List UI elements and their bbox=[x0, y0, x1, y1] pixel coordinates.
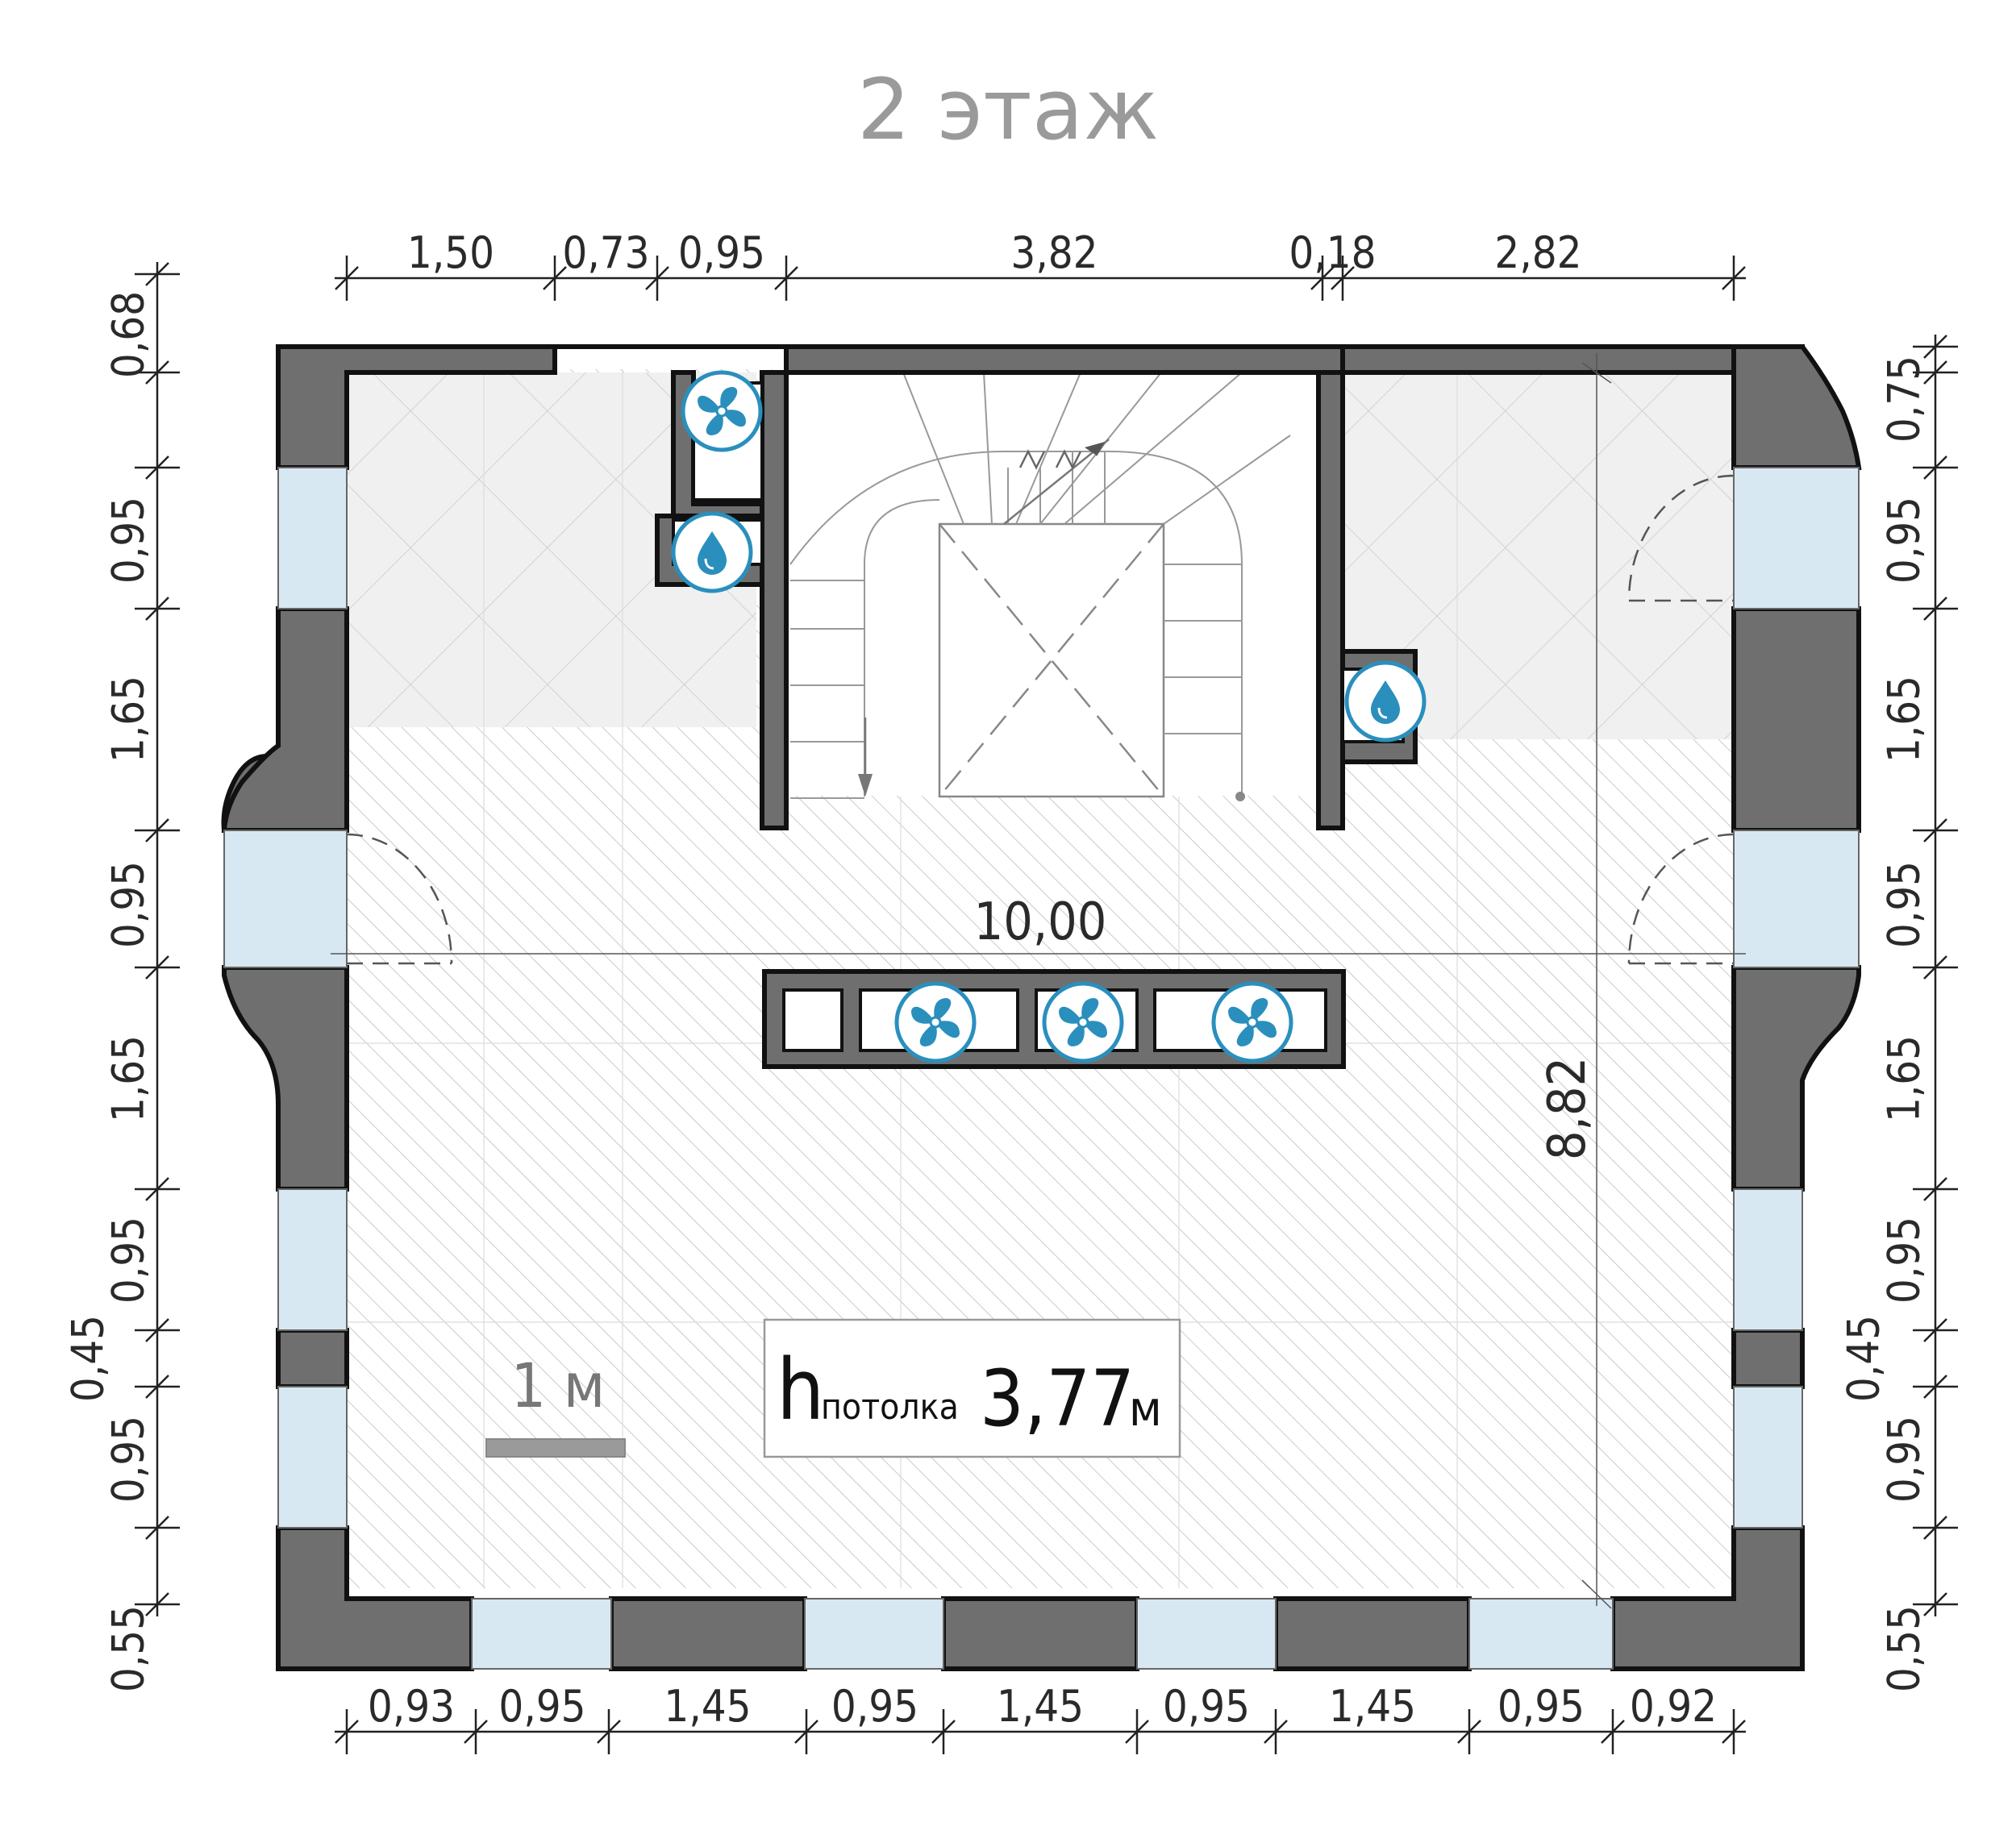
dimension-tick-slash bbox=[1923, 1177, 1947, 1201]
dimension-tick-slash bbox=[1331, 266, 1355, 290]
dimension-tick-slash bbox=[1923, 1375, 1947, 1399]
scale-label: 1 м bbox=[511, 1350, 606, 1421]
dimension-tick-slash bbox=[335, 266, 359, 290]
overall-dimensions: 10,00 8,82 bbox=[331, 353, 1746, 1609]
staircase bbox=[789, 372, 1291, 801]
overall-depth-label: 8,82 bbox=[1538, 1057, 1597, 1160]
dimension-tick-slash bbox=[145, 818, 169, 842]
dimension-label: 1,45 bbox=[997, 1681, 1084, 1732]
fan-icon bbox=[897, 984, 974, 1061]
dimension-label: 1,65 bbox=[1879, 676, 1930, 763]
dimension-label: 0,73 bbox=[562, 227, 649, 278]
dimension-label: 0,93 bbox=[368, 1681, 455, 1732]
dimension-tick-slash bbox=[1923, 1516, 1947, 1540]
dimension-label: 1,50 bbox=[407, 227, 494, 278]
ceiling-height-box: h потолка 3,77 м bbox=[763, 1318, 1181, 1458]
dimension-tick-slash bbox=[145, 1318, 169, 1342]
dimension-tick-slash bbox=[145, 1592, 169, 1616]
dimension-label: 0,95 bbox=[1879, 861, 1930, 948]
dimension-tick-slash bbox=[145, 955, 169, 980]
windows bbox=[223, 467, 1860, 1670]
dimension-label: 0,95 bbox=[831, 1681, 918, 1732]
dimension-label: 0,95 bbox=[1497, 1681, 1585, 1732]
dimension-tick-slash bbox=[774, 266, 798, 290]
dimension-label: 0,68 bbox=[103, 291, 154, 378]
top-dimension-chain: 1,50 0,73 0,95 3,82 0,18 2,82 bbox=[335, 227, 1746, 301]
dimension-label: 0,95 bbox=[1879, 1217, 1930, 1304]
dimension-tick-slash bbox=[1264, 1720, 1288, 1744]
dimension-tick-slash bbox=[1923, 597, 1947, 621]
dimension-label: 0,95 bbox=[498, 1681, 585, 1732]
dimension-label: 1,65 bbox=[1879, 1035, 1930, 1122]
dimension-tick-slash bbox=[1923, 818, 1947, 842]
ceiling-sub: потолка bbox=[821, 1387, 959, 1428]
scale-bar: 1 м bbox=[485, 1350, 626, 1458]
dimension-tick-slash bbox=[1923, 456, 1947, 480]
dimension-tick-slash bbox=[464, 1720, 488, 1744]
dimension-label: 0,95 bbox=[1879, 497, 1930, 584]
dimension-label: 1,65 bbox=[103, 676, 154, 763]
dimension-tick-slash bbox=[145, 456, 169, 480]
dimension-tick-slash bbox=[543, 266, 567, 290]
dimension-tick-slash bbox=[1923, 1592, 1947, 1616]
ceiling-h: h bbox=[777, 1341, 824, 1439]
dimension-tick-slash bbox=[1722, 1720, 1746, 1744]
dimension-label: 0,95 bbox=[678, 227, 765, 278]
dimension-label: 0,45 bbox=[63, 1315, 114, 1402]
dimension-label: 1,45 bbox=[1329, 1681, 1416, 1732]
dimension-tick-slash bbox=[145, 1516, 169, 1540]
dimension-tick-slash bbox=[645, 266, 669, 290]
door-swings bbox=[346, 474, 1735, 965]
dimension-tick-slash bbox=[145, 1375, 169, 1399]
dimension-tick-slash bbox=[145, 262, 169, 286]
dimension-label: 0,45 bbox=[1839, 1315, 1889, 1402]
dimension-tick-slash bbox=[145, 1177, 169, 1201]
dimension-tick-slash bbox=[794, 1720, 818, 1744]
ceiling-unit: м bbox=[1129, 1381, 1162, 1437]
dimension-tick-slash bbox=[1923, 335, 1947, 359]
dimension-tick-slash bbox=[1923, 955, 1947, 980]
ceiling-value: 3,77 bbox=[980, 1354, 1135, 1444]
dimension-tick-slash bbox=[931, 1720, 956, 1744]
dimension-tick-slash bbox=[145, 597, 169, 621]
dimension-tick-slash bbox=[145, 360, 169, 385]
dimension-label: 0,75 bbox=[1879, 356, 1930, 443]
left-dimension-chain: 0,68 0,95 1,65 0,95 1,65 0,95 0,45 0,95 0,55 bbox=[63, 262, 180, 1692]
dimension-label: 0,95 bbox=[103, 1416, 154, 1503]
fan-icon bbox=[1214, 984, 1291, 1061]
dimension-label: 0,95 bbox=[103, 861, 154, 948]
dimension-tick-slash bbox=[597, 1720, 621, 1744]
bottom-dimension-chain: 0,93 0,95 1,45 0,95 1,45 0,95 1,45 0,95 0,92 bbox=[335, 1681, 1746, 1754]
dimension-label: 0,18 bbox=[1289, 227, 1376, 278]
dimension-tick-slash bbox=[1457, 1720, 1481, 1744]
dimension-tick-slash bbox=[1310, 266, 1335, 290]
dimension-tick-slash bbox=[1923, 1318, 1947, 1342]
overall-width-label: 10,00 bbox=[974, 892, 1107, 952]
floor-title: 2 этаж bbox=[857, 60, 1159, 159]
dimension-label: 0,55 bbox=[1879, 1605, 1930, 1692]
dimension-tick-slash bbox=[1923, 360, 1947, 385]
fan-icon bbox=[683, 372, 760, 450]
dimension-label: 3,82 bbox=[1010, 227, 1098, 278]
dimension-tick-slash bbox=[335, 1720, 359, 1744]
dimension-tick-slash bbox=[1722, 266, 1746, 290]
dimension-label: 1,45 bbox=[664, 1681, 751, 1732]
dimension-label: 0,95 bbox=[1879, 1416, 1930, 1503]
fan-icon bbox=[1044, 984, 1122, 1061]
right-dimension-chain: 0,75 0,95 1,65 0,95 1,65 0,95 0,45 0,95 0,55 bbox=[1839, 335, 1958, 1692]
dimension-label: 0,95 bbox=[1163, 1681, 1250, 1732]
dimension-label: 2,82 bbox=[1494, 227, 1581, 278]
dimension-tick-slash bbox=[1601, 1720, 1625, 1744]
water-icon bbox=[673, 514, 751, 591]
dimension-tick-slash bbox=[1125, 1720, 1149, 1744]
exterior-walls bbox=[221, 344, 1862, 1671]
dimension-label: 0,95 bbox=[103, 1217, 154, 1304]
dimension-label: 1,65 bbox=[103, 1035, 154, 1122]
dimension-label: 0,95 bbox=[103, 497, 154, 584]
water-icon bbox=[1347, 663, 1424, 740]
dimension-label: 0,92 bbox=[1630, 1681, 1717, 1732]
dimension-label: 0,55 bbox=[103, 1605, 154, 1692]
